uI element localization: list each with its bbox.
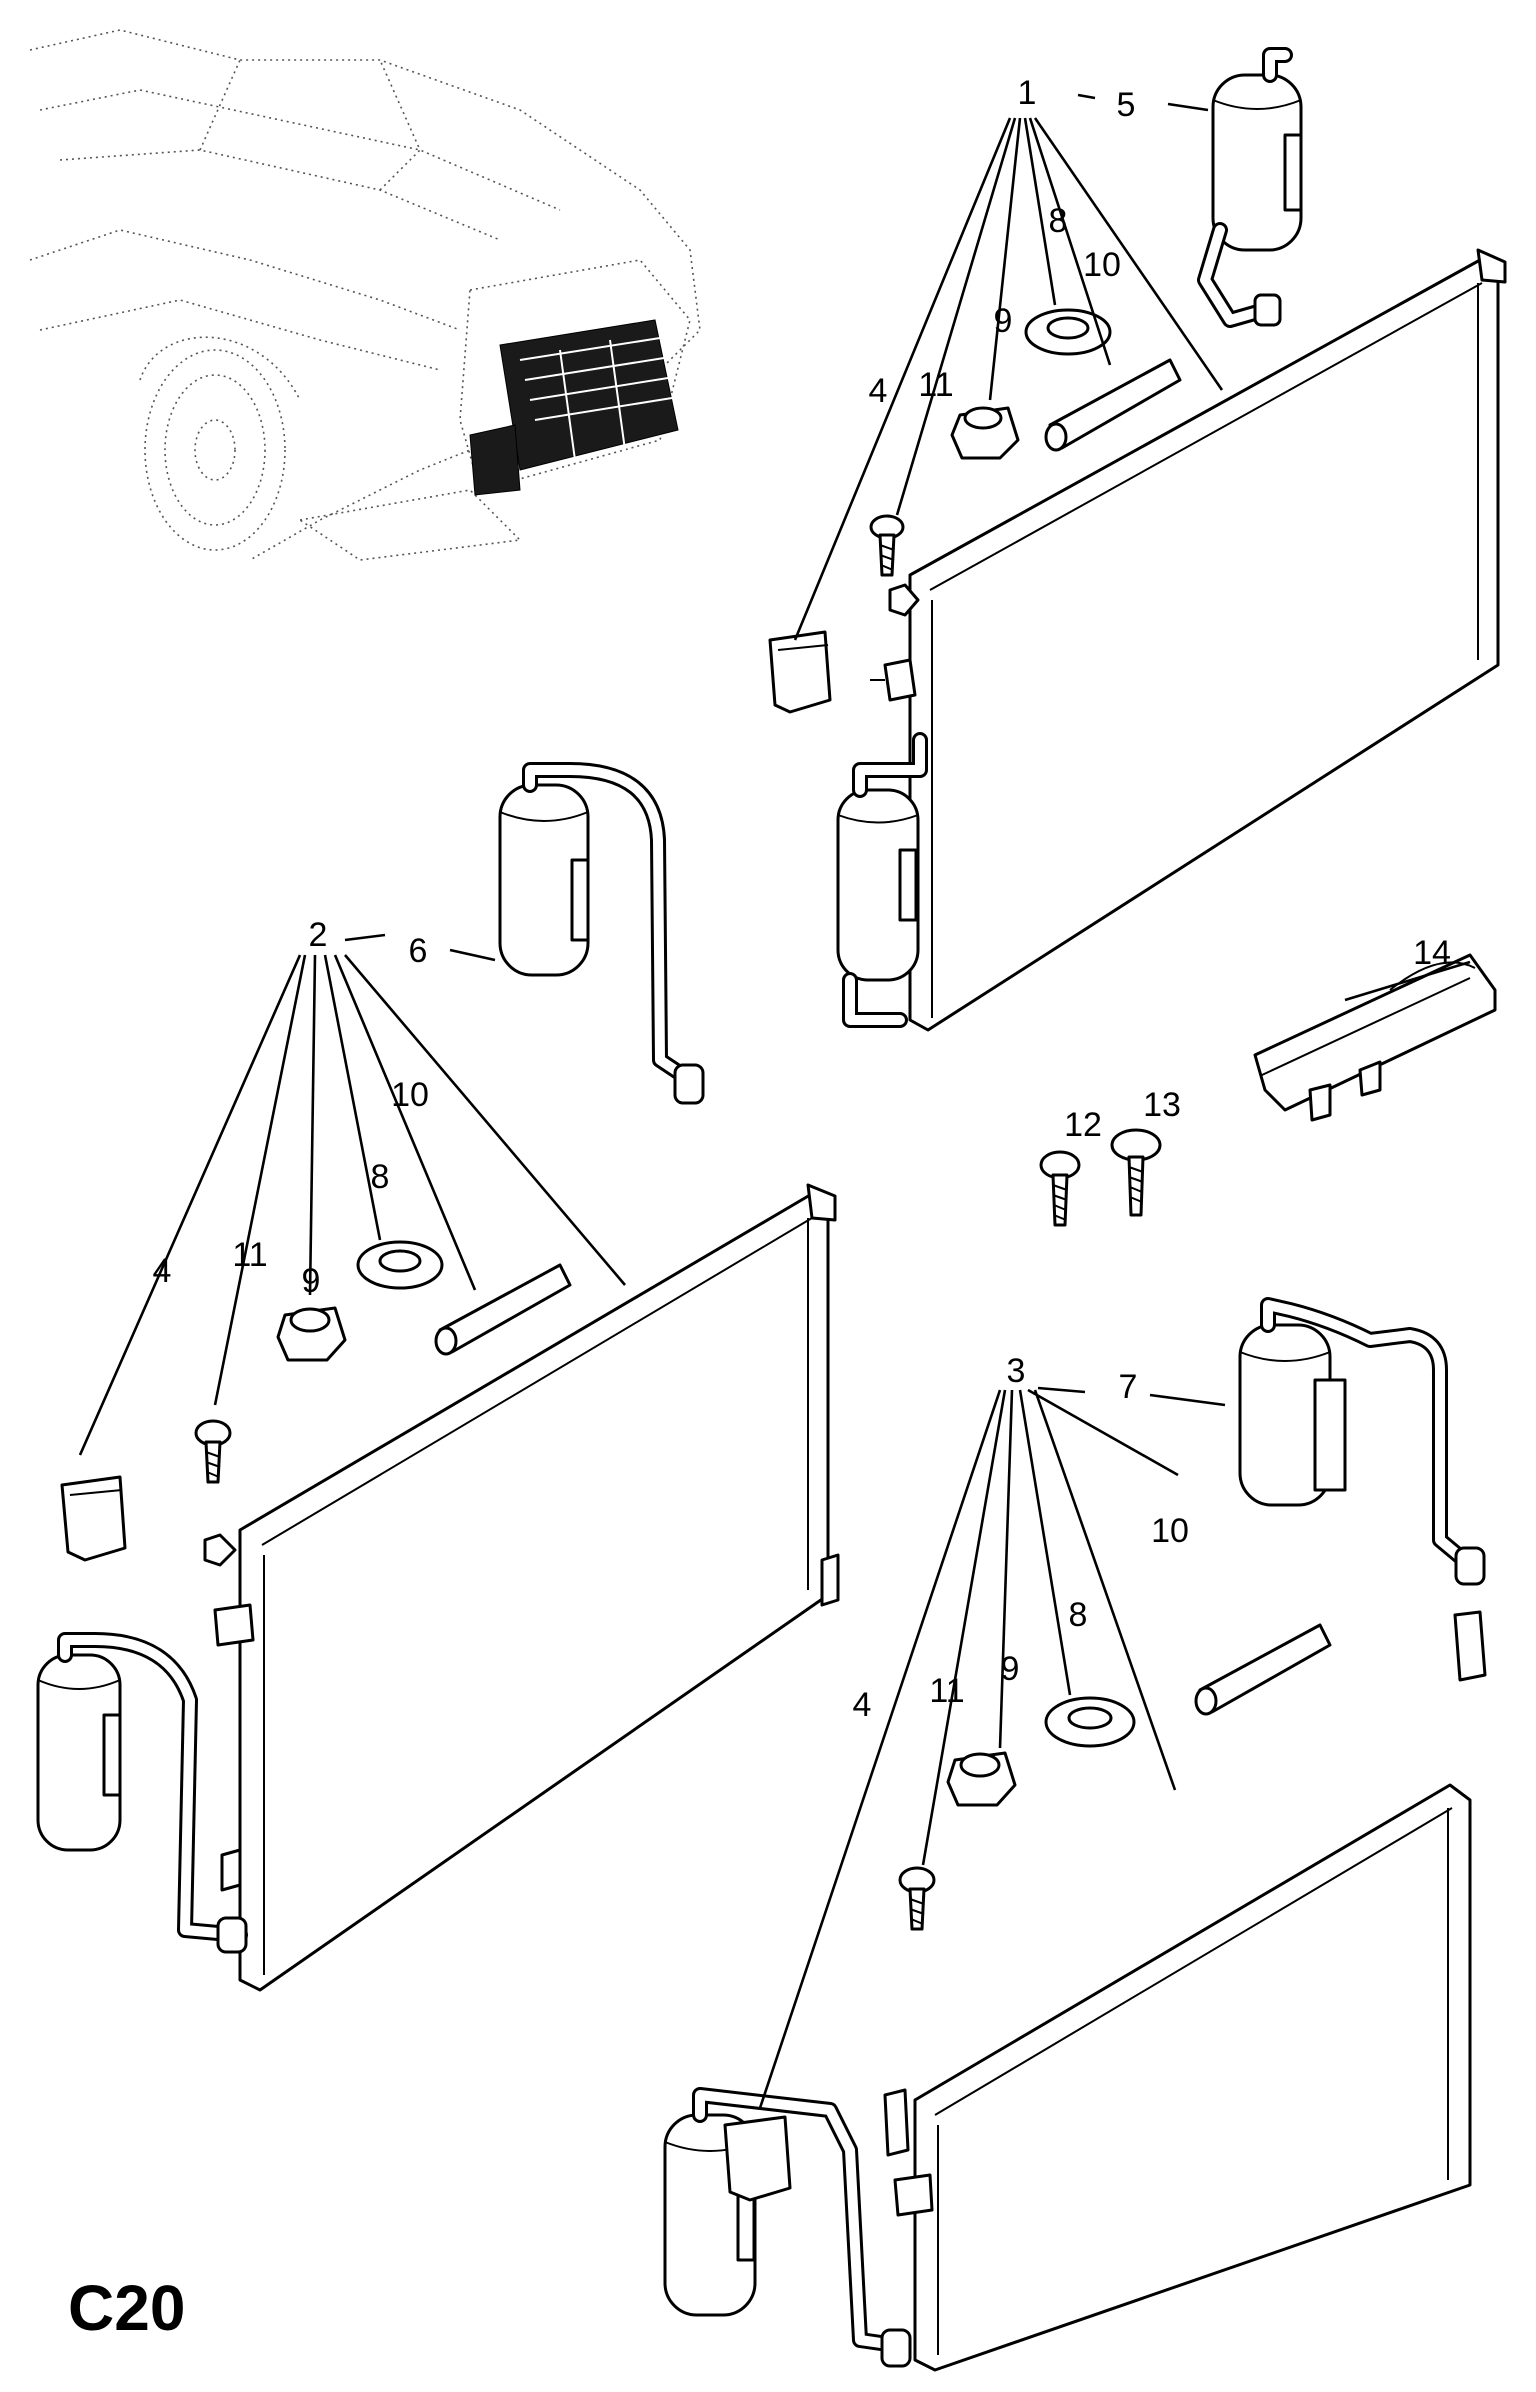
bracket-14 xyxy=(1253,953,1497,1122)
washer-8b xyxy=(356,1240,444,1290)
callout-3: 3 xyxy=(1007,1352,1026,1390)
callout-12: 12 xyxy=(1064,1106,1102,1144)
screw-13 xyxy=(1110,1128,1162,1217)
receiver-drier-7 xyxy=(1238,1297,1486,1586)
callout-8c: 8 xyxy=(1069,1596,1088,1634)
callout-10a: 10 xyxy=(1083,246,1121,284)
screw-12 xyxy=(1039,1150,1081,1227)
callout-5: 5 xyxy=(1117,86,1136,124)
washer-8c xyxy=(1044,1696,1136,1748)
receiver-drier-5 xyxy=(1197,47,1303,328)
callout-11c: 11 xyxy=(929,1672,964,1710)
page-code: C20 xyxy=(68,2272,185,2344)
callout-11b: 11 xyxy=(232,1236,267,1274)
receiver-drier-2-lower xyxy=(36,1632,248,1954)
callout-4c: 4 xyxy=(853,1686,872,1724)
callout-8b: 8 xyxy=(371,1158,390,1196)
callout-2: 2 xyxy=(309,916,328,954)
callout-9c: 9 xyxy=(1001,1650,1020,1688)
nut-9c xyxy=(946,1751,1017,1807)
condenser-assembly-2 xyxy=(36,762,840,1992)
callout-13: 13 xyxy=(1143,1086,1181,1124)
callout-9a: 9 xyxy=(994,302,1013,340)
condenser-3 xyxy=(913,1783,1472,2372)
callout-9b: 9 xyxy=(302,1262,321,1300)
clip-4a xyxy=(768,630,832,714)
clip-4b xyxy=(60,1475,127,1562)
callout-8a: 8 xyxy=(1049,202,1068,240)
vehicle-locator-illustration xyxy=(29,29,701,561)
callout-6: 6 xyxy=(409,932,428,970)
receiver-drier-6 xyxy=(498,762,705,1105)
callout-14: 14 xyxy=(1413,934,1451,972)
callout-4b: 4 xyxy=(153,1252,172,1290)
callout-10c: 10 xyxy=(1151,1512,1189,1550)
callout-11a: 11 xyxy=(918,366,953,404)
nut-9b xyxy=(276,1306,347,1362)
nut-9a xyxy=(950,406,1020,460)
screw-11a xyxy=(869,514,905,577)
receiver-drier-1 xyxy=(836,788,920,982)
callout-7: 7 xyxy=(1119,1368,1138,1406)
callout-10b: 10 xyxy=(391,1076,429,1114)
condenser-1 xyxy=(908,258,1500,1032)
screw-11c xyxy=(898,1866,936,1931)
callout-4a: 4 xyxy=(869,372,888,410)
washer-8a xyxy=(1024,308,1112,356)
stud-10b xyxy=(434,1263,572,1356)
stud-10c xyxy=(1194,1623,1332,1716)
screw-11b xyxy=(194,1419,232,1484)
stud-10a xyxy=(1044,358,1182,452)
callout-1: 1 xyxy=(1018,74,1037,112)
condenser-assembly-1 xyxy=(768,47,1507,1032)
condenser-assembly-3 xyxy=(663,1297,1487,2372)
clip-4c xyxy=(723,2115,792,2202)
